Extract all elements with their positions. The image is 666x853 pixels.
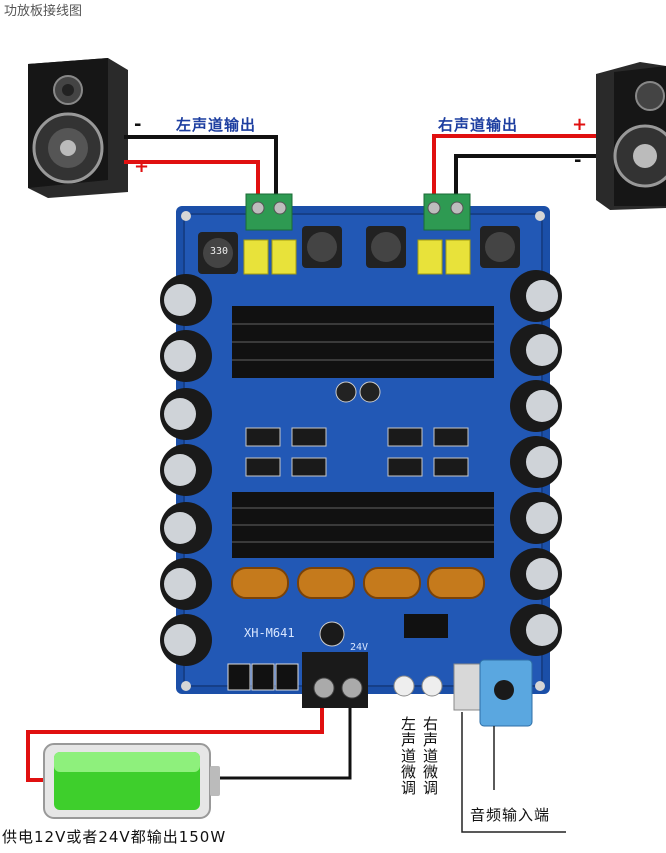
right-volume-pot xyxy=(394,676,414,696)
battery-icon xyxy=(44,744,220,818)
op-amp-chip xyxy=(404,614,448,638)
power-caption: 供电12V或者24V都输出150W xyxy=(2,826,226,847)
bottom-heatsink xyxy=(232,492,494,558)
left-speaker-terminal xyxy=(246,194,292,230)
power-negative-wire xyxy=(208,708,350,778)
right-speaker-icon xyxy=(596,62,666,210)
power-terminal xyxy=(302,652,368,708)
audio-jack xyxy=(454,660,532,726)
right-plus-sign: + xyxy=(572,114,587,135)
left-volume-pot xyxy=(422,676,442,696)
audio-input-label: 音频输入端 xyxy=(470,804,550,825)
right-speaker-terminal xyxy=(424,194,470,230)
right-minus-sign: - xyxy=(574,150,581,171)
right-tune-label: 右声道微调 xyxy=(420,716,441,796)
right-output-label: 右声道输出 xyxy=(438,114,518,135)
amplifier-board xyxy=(176,206,550,694)
left-minus-sign: - xyxy=(134,114,141,135)
board-voltage: 24V xyxy=(350,642,368,653)
top-heatsink xyxy=(232,306,494,378)
left-tune-label: 左声道微调 xyxy=(398,716,419,796)
left-output-label: 左声道输出 xyxy=(176,114,256,135)
filter-capacitor xyxy=(320,622,344,646)
board-model: XH-M641 xyxy=(244,626,295,640)
right-positive-wire xyxy=(434,136,596,200)
inductor-marking: 330 xyxy=(210,246,228,257)
left-plus-sign: + xyxy=(134,156,149,177)
left-speaker-icon xyxy=(28,58,128,198)
